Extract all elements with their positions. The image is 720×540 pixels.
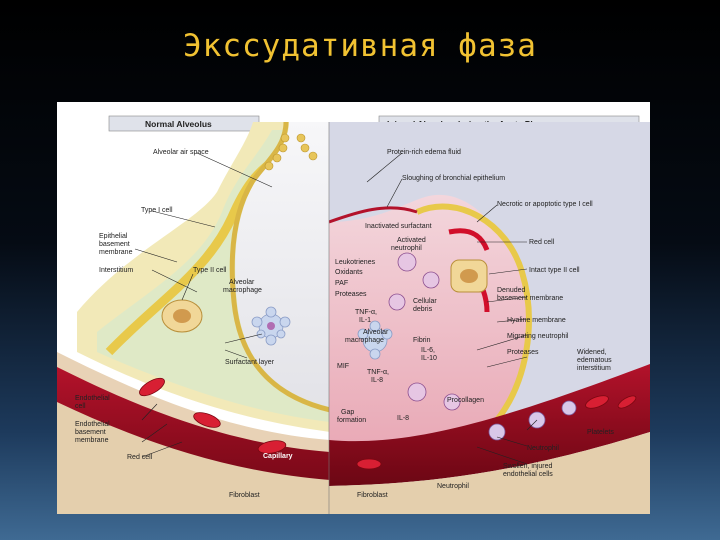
label-sloughing: Sloughing of bronchial epithelium [402,175,505,182]
label-fibroblast-r: Fibroblast [357,492,388,499]
label-intact-t2: Intact type II cell [529,267,580,274]
label-endo-2: cell [75,403,86,410]
label-paf: PAF [335,280,348,287]
label-act-neu-2: neutrophil [391,245,422,252]
alveolus-illustration: Normal Alveolus Injured Alveolus during … [57,115,650,514]
label-proteases: Proteases [335,291,367,298]
label-il6: IL-6, [421,347,435,354]
label-edema: Protein-rich edema fluid [387,149,461,156]
label-platelets: Platelets [587,429,614,436]
label-fibrin: Fibrin [413,337,431,344]
label-red-cell-r: Red cell [529,239,555,246]
label-migrating: Migrating neutrophil [507,333,569,340]
normal-alveolus [57,121,330,514]
label-fibroblast: Fibroblast [229,492,260,499]
label-widened-2: edematous [577,357,612,364]
left-header: Normal Alveolus [145,119,212,129]
label-type1: Type I cell [141,207,173,214]
label-alv-mac-2: macrophage [345,337,384,344]
label-proteases2: Proteases [507,349,539,356]
label-endo-bm-2: basement [75,429,106,436]
leader-lines [134,152,538,465]
right-labels: Protein-rich edema fluid Sloughing of br… [335,149,614,499]
label-gap-1: Gap [341,409,354,416]
label-leuko: Leukotrienes [335,259,376,266]
label-type2: Type II cell [193,267,227,274]
label-epi-bm-2: basement [99,241,130,248]
label-il10: IL-10 [421,355,437,362]
injured-alveolus [329,122,650,514]
label-tnf2: TNF-α, [367,369,389,376]
label-macro-2: macrophage [223,287,262,294]
label-inact-surf: Inactivated surfactant [365,223,432,230]
label-mif: MIF [337,363,349,370]
label-endo-bm-1: Endothelial [75,421,110,428]
label-endo-1: Endothelial [75,395,110,402]
label-widened-3: interstitium [577,365,611,372]
slide-title: Экссудативная фаза [183,28,537,64]
label-cell-deb-1: Cellular [413,298,437,305]
label-neutrophil2: Neutrophil [437,483,469,490]
label-hyaline: Hyaline membrane [507,317,566,324]
label-il1: IL-1 [359,317,371,324]
alveolus-diagram: Normal Alveolus Injured Alveolus during … [57,102,650,514]
label-il8b: IL-8 [397,415,409,422]
label-il8a: IL-8 [371,377,383,384]
label-capillary: Capillary [263,453,293,460]
label-neutrophil: Neutrophil [527,445,559,452]
label-widened-1: Widened, [577,349,607,356]
label-air-space: Alveolar air space [153,149,209,156]
label-procollagen: Procollagen [447,397,484,404]
label-interstitium: Interstitium [99,267,133,274]
label-epi-bm-3: membrane [99,249,133,256]
label-macro-1: Alveolar [229,279,255,286]
label-alv-mac-1: Alveolar [363,329,389,336]
label-swollen-2: endothelial cells [503,471,553,478]
label-red-cell: Red cell [127,454,153,461]
label-act-neu-1: Activated [397,237,426,244]
label-oxidants: Oxidants [335,269,363,276]
label-gap-2: formation [337,417,366,424]
label-endo-bm-3: membrane [75,437,109,444]
label-necrotic: Necrotic or apoptotic type I cell [497,201,593,208]
label-epi-bm-1: Epithelial [99,233,128,240]
label-swollen-1: Swollen, injured [503,463,553,470]
label-cell-deb-2: debris [413,306,433,313]
label-tnf: TNF-α, [355,309,377,316]
left-labels: Alveolar air space Type I cell Epithelia… [75,149,293,499]
label-denuded-1: Denuded [497,287,526,294]
label-denuded-2: basement membrane [497,295,563,302]
label-surfactant: Surfactant layer [225,359,275,366]
